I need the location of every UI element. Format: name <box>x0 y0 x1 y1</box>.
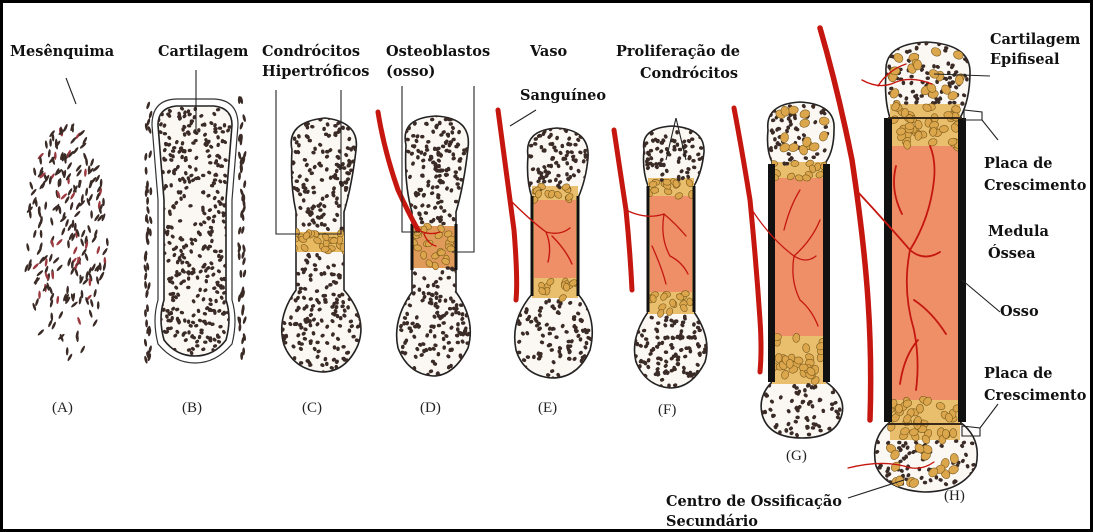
label-placa-superior-line2: Crescimento <box>984 177 1087 194</box>
label-cartilagem-epifiseal-line2: Epifiseal <box>990 51 1060 68</box>
label-placa-inferior-line1: Placa de <box>984 365 1052 382</box>
stage-label-c: (C) <box>302 400 322 416</box>
label-vaso-line2: Sanguíneo <box>520 87 606 104</box>
stage-label-h: (H) <box>944 488 965 504</box>
label-centro-line1: Centro de Ossificação <box>666 493 842 510</box>
stage-label-a: (A) <box>52 400 73 416</box>
label-cartilagem: Cartilagem <box>158 43 249 60</box>
label-placa-superior-line1: Placa de <box>984 155 1052 172</box>
vascular-invasion-specimen <box>498 110 597 382</box>
stage-label-e: (E) <box>538 400 557 416</box>
mesenchyme-specimen <box>24 123 109 362</box>
cartilage-model-specimen <box>143 96 247 364</box>
label-osso: Osso <box>1000 303 1039 320</box>
label-medula-line2: Óssea <box>988 244 1036 262</box>
label-proliferacao-line1: Proliferação de <box>616 43 740 60</box>
stage-label-d: (D) <box>420 400 441 416</box>
label-placa-inferior-line2: Crescimento <box>984 387 1087 404</box>
hypertrophic-stage-specimen <box>277 113 364 376</box>
label-proliferacao-line2: Condrócitos <box>640 65 738 82</box>
stage-label-g: (G) <box>786 448 807 464</box>
chondrocyte-proliferation-specimen <box>614 121 714 391</box>
stage-label-b: (B) <box>182 400 202 416</box>
label-mesenquima: Mesênquima <box>10 43 115 60</box>
primary-ossification-specimen <box>734 101 847 438</box>
osteoblast-stage-specimen <box>378 111 480 380</box>
label-condrocitos-line2: Hipertróficos <box>262 63 369 80</box>
label-medula-line1: Medula <box>988 223 1049 240</box>
stage-label-f: (F) <box>658 402 676 418</box>
label-cartilagem-epifiseal-line1: Cartilagem <box>990 31 1081 48</box>
mature-long-bone-specimen <box>820 28 982 494</box>
label-vaso-line1: Vaso <box>529 43 567 60</box>
label-condrocitos-line1: Condrócitos <box>262 43 360 60</box>
label-osteoblastos-line1: Osteoblastos <box>386 43 490 60</box>
label-osteoblastos-line2: (osso) <box>386 63 435 80</box>
label-centro-line2: Secundário <box>666 513 758 530</box>
